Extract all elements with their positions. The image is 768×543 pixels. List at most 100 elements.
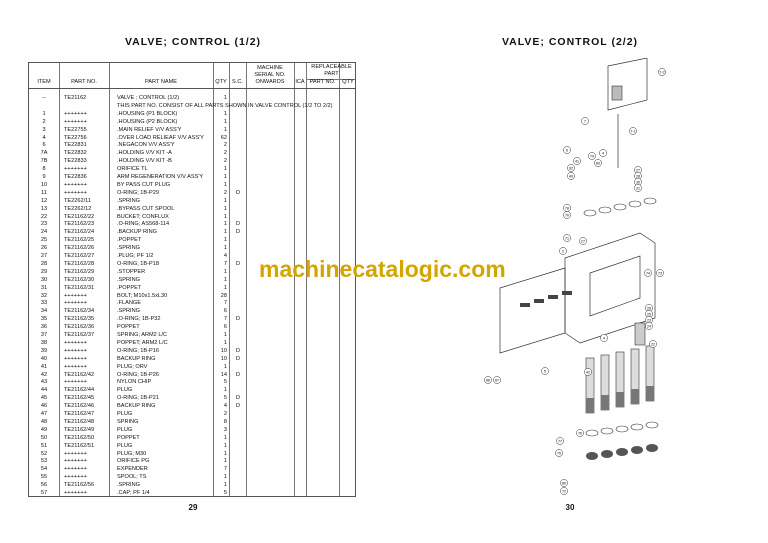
qty-cell: 10 xyxy=(220,347,227,354)
item-cell: 23 xyxy=(40,221,48,228)
item-cell: 46 xyxy=(40,403,48,410)
item-cell: 1 xyxy=(42,110,46,117)
part-name-cell: EXPENDER xyxy=(117,466,148,473)
qty-cell: 7 xyxy=(223,260,227,267)
qty-cell: 6 xyxy=(223,308,227,315)
item-cell: 9 xyxy=(42,174,46,180)
callout-circle xyxy=(563,211,571,219)
part-no-cell: TE21162/36 xyxy=(64,324,95,331)
item-cell: 10 xyxy=(40,181,48,188)
header-part-name: PART NAME xyxy=(144,79,178,85)
callout-label: 79 xyxy=(590,155,594,159)
callout-label: 75 xyxy=(557,452,561,456)
part-name-cell: O-RING; 1B-P16 xyxy=(117,347,159,354)
part-name-cell: .HOUSING (P1 BLOCK) xyxy=(117,110,178,117)
qty-cell: 7 xyxy=(223,316,227,323)
callout-circle xyxy=(563,234,571,242)
callout-label: 78 xyxy=(565,207,569,211)
callout-label: 66 xyxy=(486,379,490,383)
part-name-cell: SPRING xyxy=(117,418,139,425)
sc-cell: D xyxy=(236,347,241,354)
part-name-cell: .POPPET xyxy=(117,284,142,291)
qty-cell: 5 xyxy=(223,395,227,402)
part-no-cell: TE21162/28 xyxy=(64,260,95,267)
item-cell: 47 xyxy=(40,411,48,417)
part-name-cell: .O-RING; 1B-P32 xyxy=(117,316,161,323)
callout-label: 24 xyxy=(647,325,651,329)
part-name-cell: O-RING; 1B-P26 xyxy=(117,371,159,378)
part-name-cell: BY PASS CUT PLUG xyxy=(117,181,171,188)
o-ring xyxy=(613,203,627,211)
o-ring xyxy=(600,427,614,435)
qty-cell: 1 xyxy=(223,118,227,125)
valve-body-face xyxy=(589,255,641,317)
header-machine-serial: MACHINE SERIAL NO. ONWARDS xyxy=(246,65,294,86)
header-line: ONWARDS xyxy=(255,79,285,85)
part-no-cell: TE21162/35 xyxy=(64,316,95,323)
callout-circle xyxy=(484,376,492,384)
qty-cell: 2 xyxy=(223,150,227,157)
callout-label: 25 xyxy=(647,313,651,317)
item-cell: 7A xyxy=(40,150,48,157)
header-ica: ICA xyxy=(295,79,305,85)
table-row: THIS PART NO. CONSIST OF ALL PARTS SHOWN… xyxy=(29,102,355,110)
callout-label: 67 xyxy=(495,379,499,383)
callout-label: 62 xyxy=(569,167,573,171)
header-item: ITEM xyxy=(37,79,51,85)
qty-cell: 28 xyxy=(220,292,227,299)
part-no-cell: TE21162/50 xyxy=(64,434,95,441)
table-row: 1+++++++.HOUSING (P1 BLOCK)1 xyxy=(29,110,355,118)
sc-cell: D xyxy=(236,403,241,410)
qty-cell: 1 xyxy=(223,126,227,133)
part-name-cell: PLUG; ORV xyxy=(117,363,148,370)
part-no-cell: TE21162/37 xyxy=(64,332,95,338)
sc-cell: D xyxy=(236,316,241,323)
header-line: SERIAL NO. xyxy=(254,72,286,78)
part-no-cell: TE21162/27 xyxy=(64,253,95,259)
callout-circle xyxy=(584,368,592,376)
cap xyxy=(631,446,643,454)
callout-circle xyxy=(541,367,549,375)
left-page-title: VALVE; CONTROL (1/2) xyxy=(124,36,262,48)
qty-cell: 1 xyxy=(223,450,227,457)
item-cell: 11 xyxy=(41,189,47,196)
part-no-cell: +++++++ xyxy=(64,458,87,465)
spring xyxy=(520,303,530,307)
callout-label: 76 xyxy=(578,432,582,436)
callout-circle xyxy=(576,429,584,437)
item-cell: 56 xyxy=(40,482,48,489)
qty-cell: 1 xyxy=(223,268,227,275)
part-name-cell: POPPET xyxy=(117,434,140,441)
header-line: REPLACEABLE xyxy=(311,64,352,70)
item-cell: 26 xyxy=(40,245,48,252)
callout-label: 26 xyxy=(647,307,651,311)
cap xyxy=(601,450,613,458)
callout-label: 28 xyxy=(636,175,640,179)
item-cell: 30 xyxy=(40,276,48,283)
qty-cell: 2 xyxy=(223,411,227,417)
item-cell: 13 xyxy=(40,205,48,212)
part-name-cell: ARM REGENERATION V/V ASS'Y xyxy=(117,174,204,180)
part-name-cell: BOLT; M10x1.5xL30 xyxy=(117,292,168,299)
qty-cell: 1 xyxy=(223,221,227,228)
qty-cell: 5 xyxy=(223,379,227,386)
part-name-cell: .HOLDING V/V KIT -B xyxy=(117,158,172,165)
spool-cap xyxy=(646,386,654,401)
part-no-cell: TE21162/44 xyxy=(64,387,95,394)
callout-circle xyxy=(599,149,607,157)
part-no-cell: +++++++ xyxy=(64,339,87,346)
part-no-cell: TE2262/12 xyxy=(64,205,92,212)
qty-cell: 1 xyxy=(223,95,227,101)
callout-circle xyxy=(493,376,501,384)
